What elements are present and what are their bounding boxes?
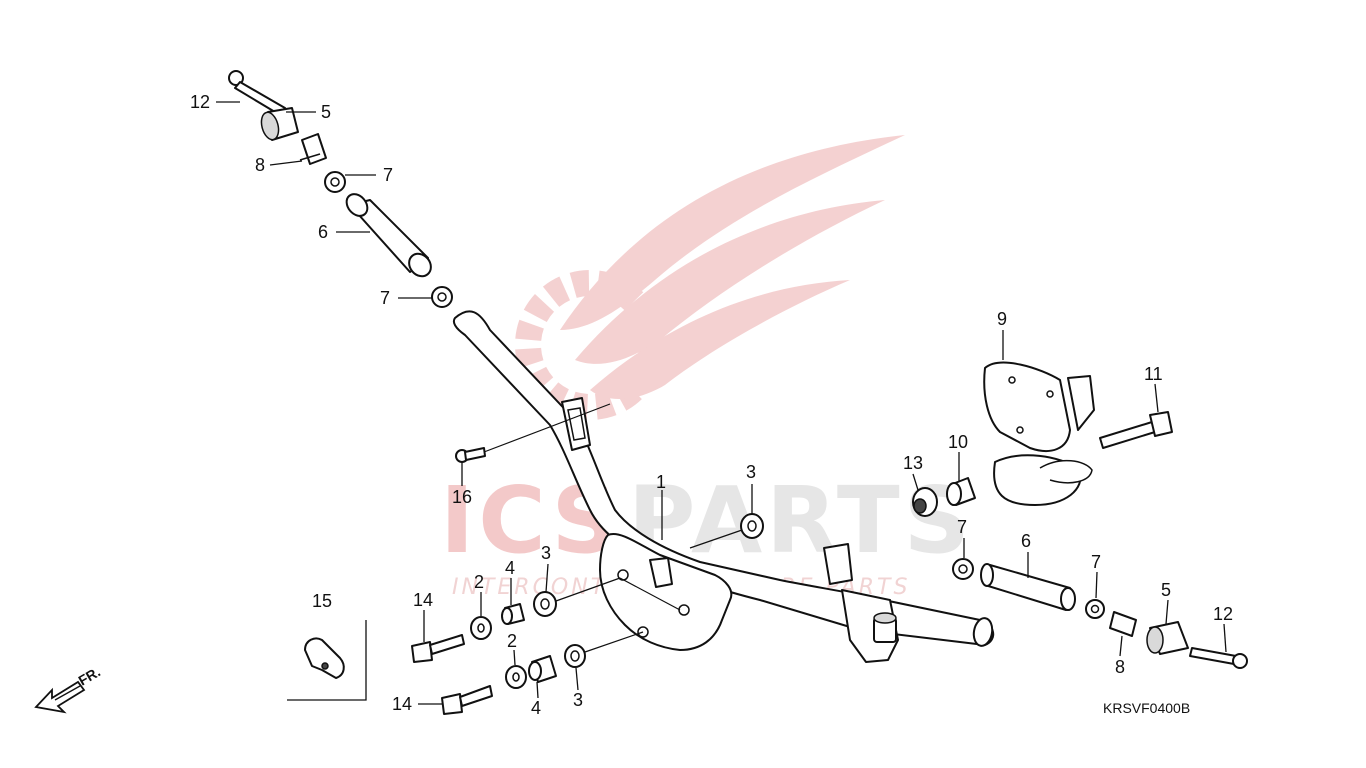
inset-15 <box>287 620 367 701</box>
holder-9 <box>983 361 1095 506</box>
callout-2: 2 <box>474 572 484 592</box>
washer-2-upper <box>470 616 492 640</box>
callout-2: 2 <box>507 631 517 651</box>
callout-3: 3 <box>746 462 756 482</box>
callout-labels: 12 5 8 7 6 7 16 1 3 9 11 10 13 7 6 7 5 1… <box>190 92 1233 718</box>
rubber-3-upper <box>740 513 764 539</box>
wing-logo <box>515 135 905 420</box>
handlebar-pipe <box>452 310 995 663</box>
collar-7-left-a <box>324 171 346 193</box>
callout-16: 16 <box>452 487 472 507</box>
bolt-11 <box>1099 411 1173 449</box>
front-direction-indicator: FR. <box>34 663 103 714</box>
rubber-3-lower <box>564 644 586 668</box>
screw-16 <box>455 447 486 463</box>
callout-14: 14 <box>392 694 412 714</box>
callout-13: 13 <box>903 453 923 473</box>
collar-7-left-b <box>431 286 453 308</box>
callout-5: 5 <box>1161 580 1171 600</box>
callout-7: 7 <box>957 517 967 537</box>
left-grip-assembly <box>228 70 453 308</box>
callout-8: 8 <box>1115 657 1125 677</box>
clip-8-right <box>1109 611 1137 637</box>
lower-hardware <box>411 447 764 715</box>
callout-7: 7 <box>380 288 390 308</box>
bolt-14-upper <box>411 634 465 663</box>
callout-7: 7 <box>383 165 393 185</box>
clip-8-left <box>299 133 327 165</box>
callout-5: 5 <box>321 102 331 122</box>
callout-14: 14 <box>413 590 433 610</box>
callout-3: 3 <box>573 690 583 710</box>
inner-pipe-6-right <box>980 563 1076 611</box>
assembly-lines <box>483 403 743 653</box>
callout-11: 11 <box>1144 364 1163 384</box>
bolt-14-lower <box>441 685 493 715</box>
callout-12: 12 <box>1213 604 1233 624</box>
clip-15 <box>304 637 345 679</box>
diagram-code: KRSVF0400B <box>1103 700 1190 716</box>
callout-7: 7 <box>1091 552 1101 572</box>
bar-end-weight-right <box>1146 621 1189 655</box>
callout-6: 6 <box>1021 531 1031 551</box>
callout-3: 3 <box>541 543 551 563</box>
callout-8: 8 <box>255 155 265 175</box>
rubber-3-middle <box>533 591 557 617</box>
collar-7-right-b <box>1085 599 1105 619</box>
leader-lines <box>216 101 1227 705</box>
callout-1: 1 <box>656 472 666 492</box>
callout-15: 15 <box>312 591 332 611</box>
screw-12-right <box>1189 647 1248 669</box>
callout-4: 4 <box>505 558 515 578</box>
rubber-13 <box>912 487 938 517</box>
inner-pipe-6-left <box>345 193 432 278</box>
callout-6: 6 <box>318 222 328 242</box>
callout-10: 10 <box>948 432 968 452</box>
collar-4-lower <box>528 655 557 683</box>
bar-end-weight-left <box>260 107 299 141</box>
callout-9: 9 <box>997 309 1007 329</box>
collar-10 <box>946 477 976 506</box>
right-grip-assembly <box>912 361 1248 669</box>
collar-7-right-a <box>952 558 974 580</box>
collar-4-upper <box>501 603 525 625</box>
callout-4: 4 <box>531 698 541 718</box>
screw-12-left <box>228 70 286 116</box>
callout-12: 12 <box>190 92 210 112</box>
washer-2-lower <box>505 665 527 689</box>
